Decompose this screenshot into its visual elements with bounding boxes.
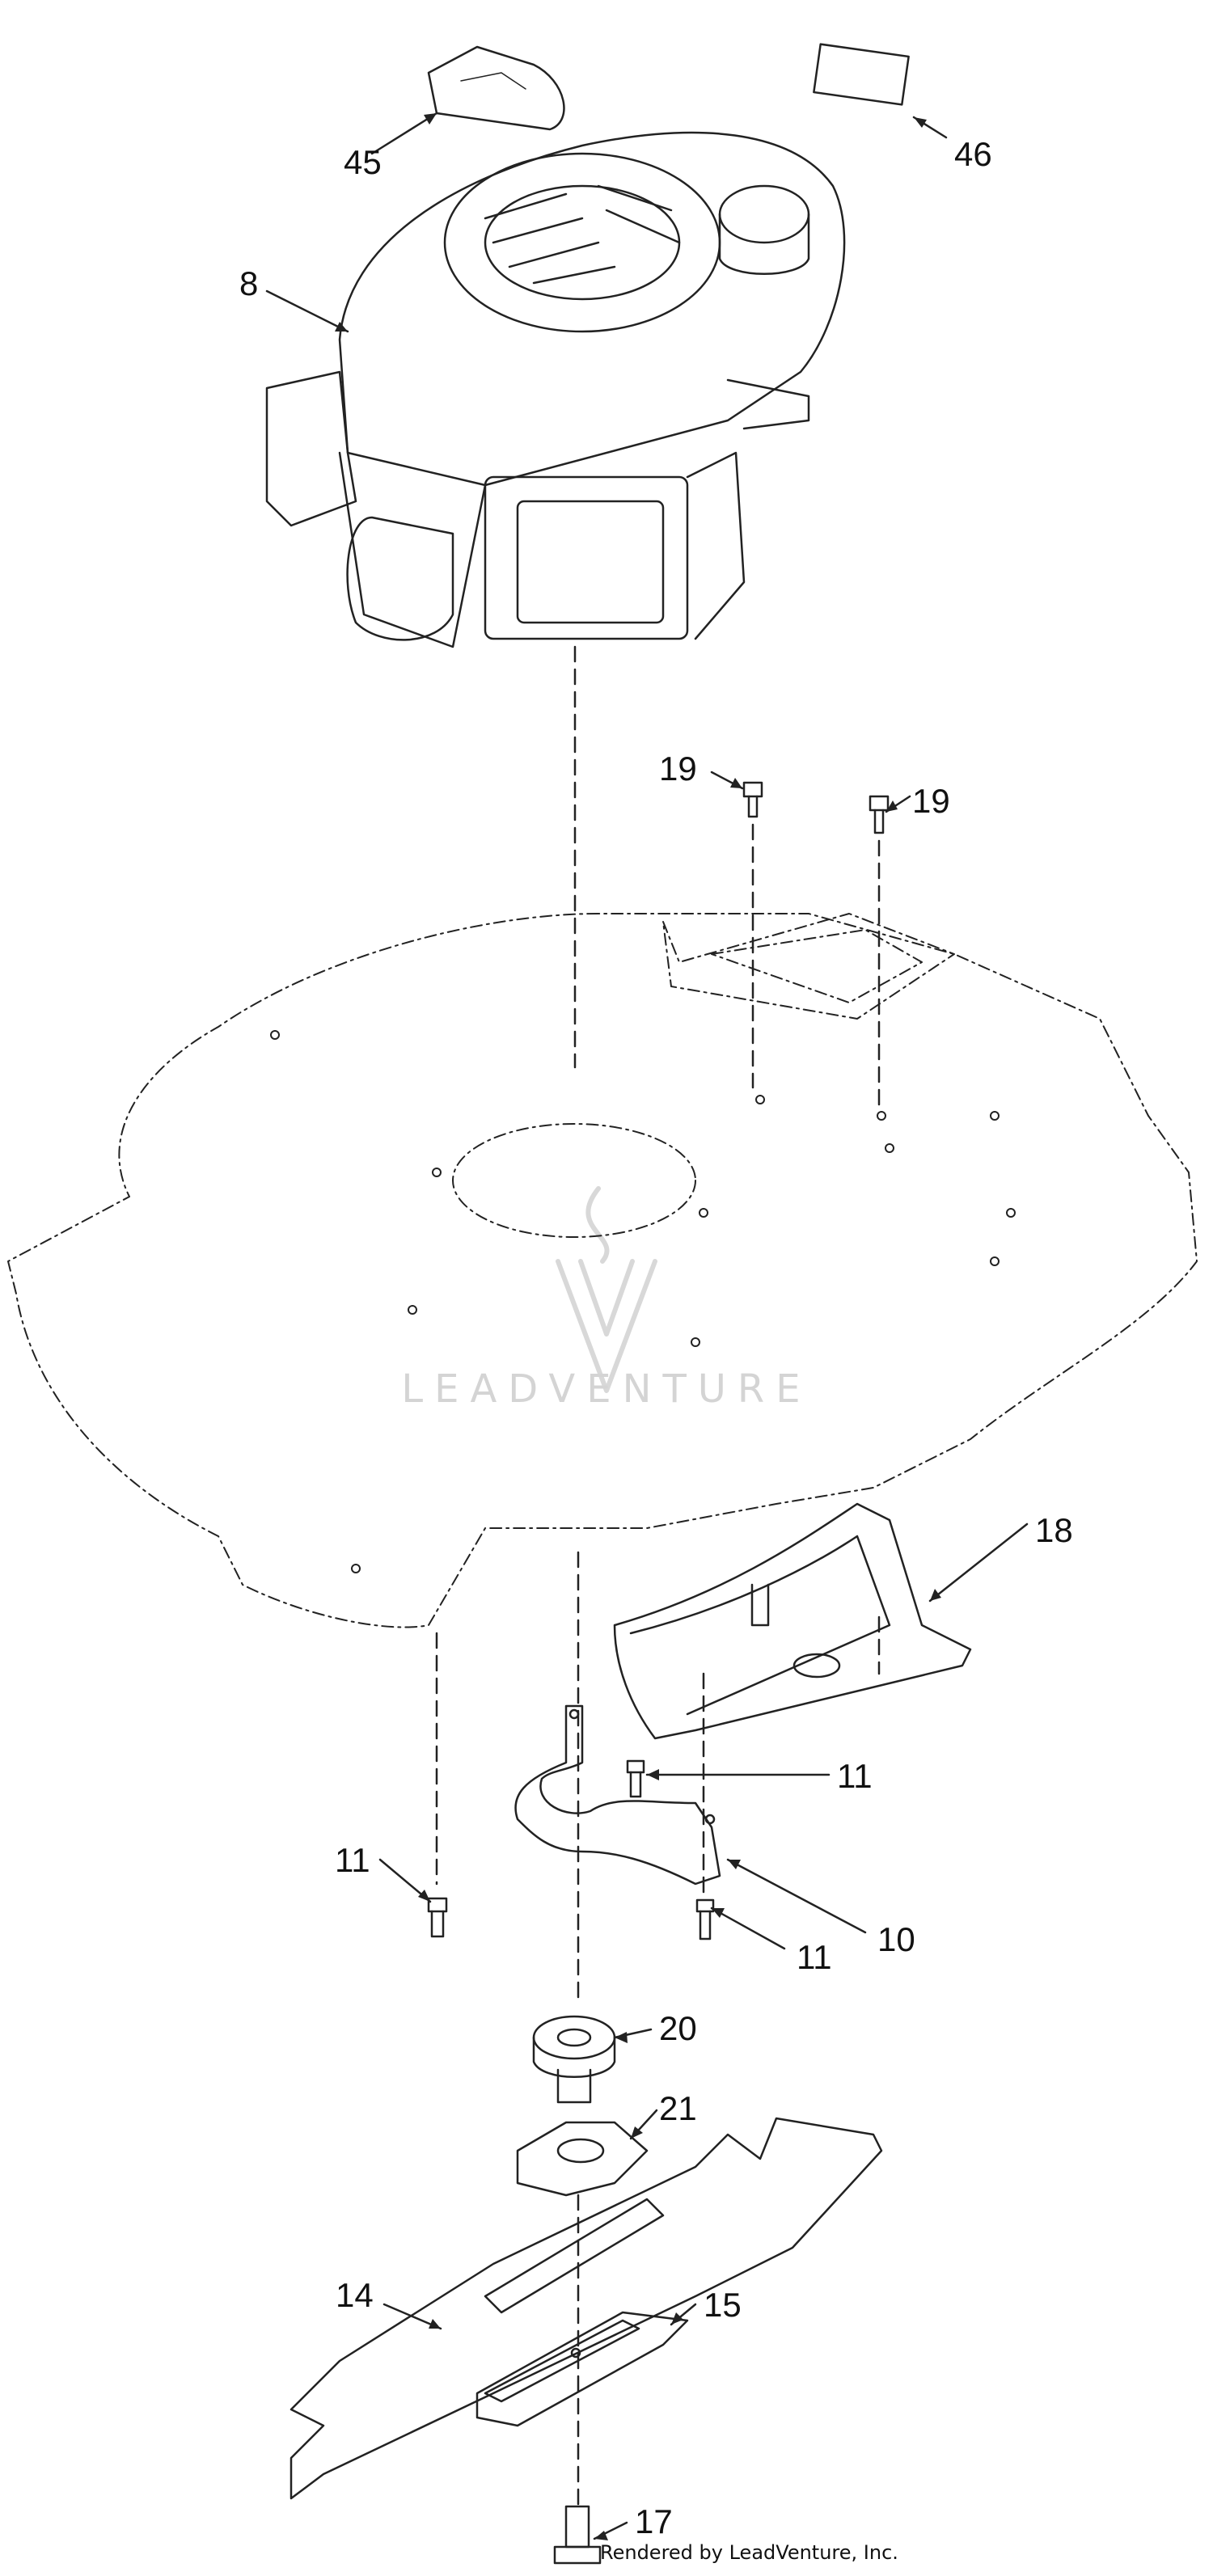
mower-deck <box>7 913 1198 1628</box>
callout-19-left: 19 <box>659 750 697 788</box>
callout-46: 46 <box>954 135 992 173</box>
blade-bolt-17 <box>553 2505 602 2565</box>
blade-stiffener-15 <box>475 2311 689 2427</box>
callout-14: 14 <box>336 2276 374 2314</box>
bolt-19-right <box>869 795 890 834</box>
label-46 <box>813 43 910 106</box>
callout-21: 21 <box>659 2089 697 2127</box>
callout-11-top: 11 <box>837 1757 873 1795</box>
bolt-11-right <box>695 1898 715 1940</box>
decal-45 <box>427 45 565 131</box>
callout-10: 10 <box>877 1920 915 1958</box>
rendered-by-credit: Rendered by LeadVenture, Inc. <box>600 2541 898 2564</box>
leader-arrowheads <box>335 113 941 2540</box>
bolt-11-left <box>427 1897 448 1938</box>
baffle-18 <box>613 1502 972 1740</box>
callout-20: 20 <box>659 2009 697 2047</box>
callout-11-right: 11 <box>797 1938 832 1976</box>
bolt-11-top <box>626 1759 645 1798</box>
watermark-logo-icon <box>556 1186 657 1393</box>
blade-14 <box>290 2117 883 2500</box>
callout-17: 17 <box>635 2502 673 2540</box>
blade-adapter-21 <box>516 2121 649 2197</box>
callout-15: 15 <box>704 2286 742 2324</box>
callout-18: 18 <box>1035 1511 1073 1549</box>
spacer-20 <box>532 2015 616 2104</box>
callout-11-left: 11 <box>335 1841 370 1879</box>
bolt-19-left <box>742 781 763 818</box>
engine-8 <box>265 131 846 648</box>
watermark-text: LEADVENTURE <box>401 1366 812 1412</box>
callout-45: 45 <box>344 143 382 181</box>
bracket-10 <box>514 1704 721 1886</box>
callout-19-right: 19 <box>912 782 950 820</box>
deck-holes <box>270 1030 1016 1573</box>
callout-8: 8 <box>239 264 259 302</box>
